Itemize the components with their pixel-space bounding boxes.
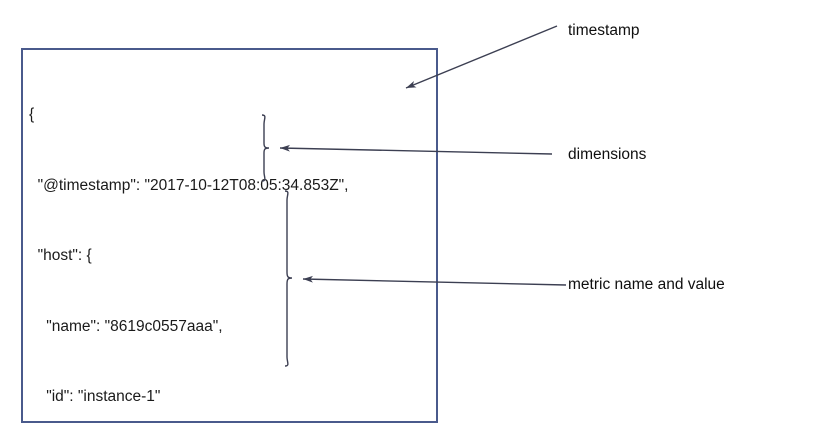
json-line: "host": { <box>29 247 92 264</box>
json-line: "@timestamp": "2017-10-12T08:05:34.853Z"… <box>29 176 349 194</box>
json-document-listing: { "@timestamp": "2017-10-12T08:05:34.853… <box>29 56 349 437</box>
annotation-label-timestamp: timestamp <box>568 22 640 39</box>
json-line: "id": "instance-1" <box>29 388 161 405</box>
annotation-label-dimensions: dimensions <box>568 146 647 163</box>
annotation-label-metric: metric name and value <box>568 276 725 293</box>
json-document-box <box>21 48 438 423</box>
json-line: { <box>29 106 35 123</box>
json-line: "name": "8619c0557aaa", <box>29 317 223 335</box>
